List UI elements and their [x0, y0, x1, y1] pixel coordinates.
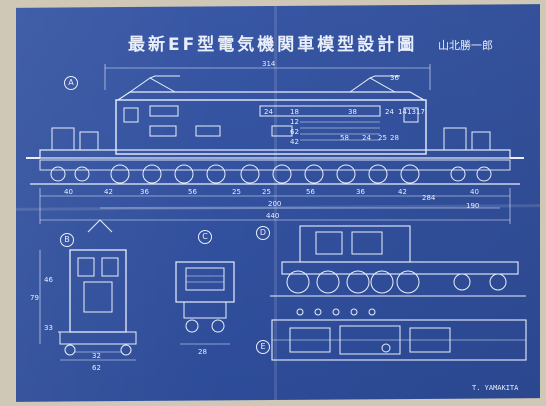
- dim-label: 46: [44, 276, 53, 284]
- author-name: 山北勝一郎: [438, 39, 493, 52]
- dim-label: 42: [104, 188, 113, 196]
- dim-label: 17: [416, 108, 425, 116]
- dim-label: 79: [30, 294, 39, 302]
- dim-label: 200: [268, 200, 281, 208]
- dim-label: 38: [348, 108, 357, 116]
- dim-label: 25: [262, 188, 271, 196]
- side-elevation: [26, 64, 524, 224]
- dim-label: 62: [290, 128, 299, 136]
- dim-label: 18: [290, 108, 299, 116]
- dim-label: 32: [92, 352, 101, 360]
- dim-label: 36: [140, 188, 149, 196]
- dim-label: 12: [290, 118, 299, 126]
- dim-label: 190: [466, 202, 479, 210]
- dim-label: 24: [385, 108, 394, 116]
- mechanism-side: [270, 225, 526, 297]
- dim-label: 314: [262, 60, 276, 68]
- plan-view: [271, 308, 527, 361]
- dim-label: 56: [188, 188, 197, 196]
- dim-label: 284: [422, 194, 436, 202]
- panel-label-a: A: [64, 76, 78, 90]
- blueprint-title: 最新EF型電気機関車模型設計圖: [128, 35, 418, 55]
- dim-label: 42: [290, 138, 299, 146]
- designer-signature: T. YAMAKITA: [472, 384, 519, 392]
- dim-label: 58: [340, 134, 349, 142]
- dim-label: 28: [390, 134, 399, 142]
- dim-label: 40: [64, 188, 73, 196]
- end-detail: [175, 261, 235, 345]
- dim-label: 40: [470, 188, 479, 196]
- dim-label: 25: [232, 188, 241, 196]
- dim-label: 25: [378, 134, 387, 142]
- panel-label-b: B: [60, 233, 74, 247]
- panel-label-d: D: [256, 226, 270, 240]
- dim-label: 62: [92, 364, 101, 372]
- end-elevation: [39, 219, 137, 361]
- dim-label: 24: [362, 134, 371, 142]
- dim-label: 33: [44, 324, 53, 332]
- dim-label: 36: [390, 74, 399, 82]
- dim-label: 13: [407, 108, 416, 116]
- dim-label: 36: [356, 188, 365, 196]
- panel-label-c: C: [198, 230, 212, 244]
- dim-label: 440: [266, 212, 279, 220]
- dim-label: 28: [198, 348, 207, 356]
- dim-label: 56: [306, 188, 315, 196]
- panel-label-e: E: [256, 340, 270, 354]
- dim-label: 14: [398, 108, 407, 116]
- dim-label: 42: [398, 188, 407, 196]
- dim-label: 24: [264, 108, 273, 116]
